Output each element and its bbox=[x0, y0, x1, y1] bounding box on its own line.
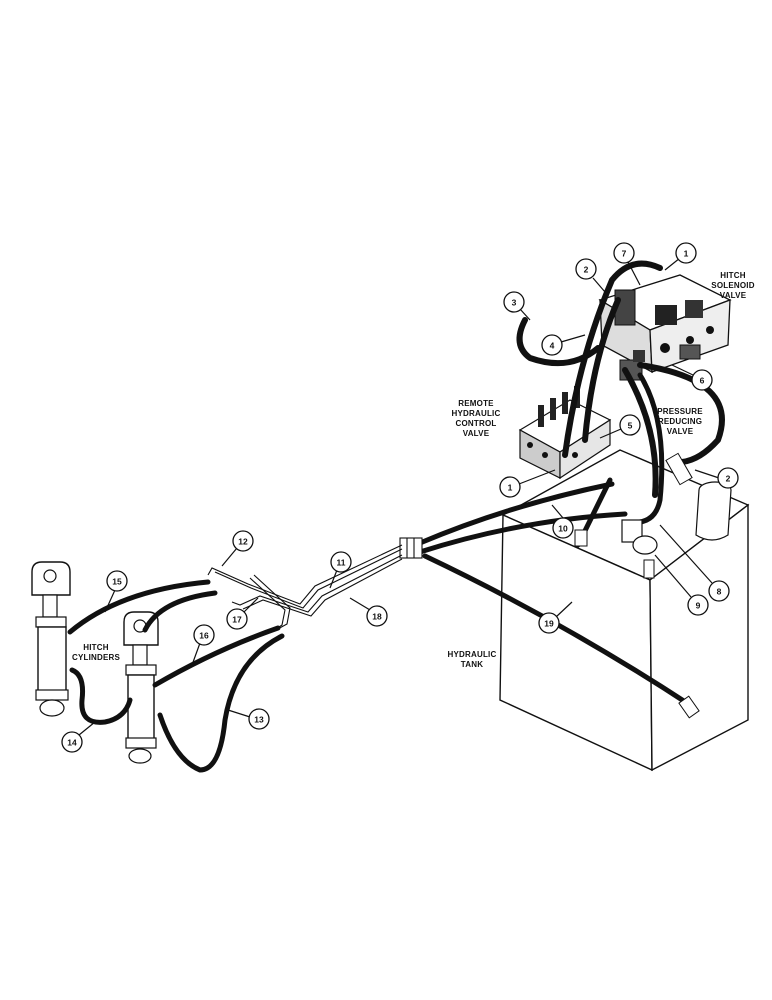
callout-15: 15 bbox=[104, 570, 128, 613]
hitch-cylinders-label: HITCH CYLINDERS bbox=[72, 643, 120, 662]
svg-text:11: 11 bbox=[337, 558, 346, 568]
svg-text:HITCH: HITCH bbox=[720, 271, 745, 280]
svg-text:4: 4 bbox=[550, 341, 555, 351]
callout-4: 4 bbox=[541, 334, 586, 356]
svg-text:2: 2 bbox=[584, 265, 589, 275]
svg-text:CYLINDERS: CYLINDERS bbox=[72, 653, 120, 662]
callout-8: 8 bbox=[659, 524, 730, 602]
svg-text:6: 6 bbox=[700, 376, 705, 386]
callout-1-bottom: 1 bbox=[499, 469, 556, 498]
tank-fittings bbox=[574, 519, 658, 579]
svg-text:5: 5 bbox=[628, 421, 633, 431]
callout-17: 17 bbox=[226, 597, 259, 630]
svg-text:CONTROL: CONTROL bbox=[456, 419, 497, 428]
hydraulic-tank-label: HYDRAULIC TANK bbox=[448, 650, 497, 669]
callout-7: 7 bbox=[613, 242, 641, 286]
callout-10: 10 bbox=[551, 504, 574, 539]
svg-text:18: 18 bbox=[372, 612, 382, 622]
svg-text:15: 15 bbox=[112, 577, 122, 587]
svg-text:HYDRAULIC: HYDRAULIC bbox=[452, 409, 501, 418]
svg-text:12: 12 bbox=[238, 537, 248, 547]
svg-text:VALVE: VALVE bbox=[720, 291, 747, 300]
callout-2-top: 2 bbox=[575, 258, 606, 293]
svg-text:10: 10 bbox=[558, 524, 568, 534]
main-lines bbox=[207, 481, 628, 633]
svg-text:19: 19 bbox=[544, 619, 554, 629]
callout-2-right: 2 bbox=[694, 467, 739, 489]
cylinder-hoses bbox=[67, 579, 285, 773]
callout-18: 18 bbox=[349, 597, 388, 627]
callout-13: 13 bbox=[227, 708, 270, 730]
callout-1-top: 1 bbox=[664, 242, 697, 271]
svg-text:13: 13 bbox=[254, 715, 264, 725]
hydraulic-tank bbox=[499, 449, 750, 772]
svg-text:7: 7 bbox=[622, 249, 627, 259]
pressure-reducing-valve-label: PRESSURE REDUCING VALVE bbox=[657, 407, 703, 436]
callout-11: 11 bbox=[329, 551, 352, 589]
svg-text:TANK: TANK bbox=[461, 660, 483, 669]
callout-12: 12 bbox=[221, 530, 254, 567]
svg-text:14: 14 bbox=[67, 738, 77, 748]
svg-text:9: 9 bbox=[696, 601, 701, 611]
hitch-solenoid-valve-label: HITCH SOLENOID VALVE bbox=[711, 271, 754, 300]
svg-text:HYDRAULIC: HYDRAULIC bbox=[448, 650, 497, 659]
svg-text:SOLENOID: SOLENOID bbox=[711, 281, 754, 290]
svg-text:PRESSURE: PRESSURE bbox=[657, 407, 703, 416]
svg-text:1: 1 bbox=[684, 249, 689, 259]
callout-16: 16 bbox=[191, 624, 215, 666]
svg-text:HITCH: HITCH bbox=[83, 643, 108, 652]
svg-text:16: 16 bbox=[199, 631, 209, 641]
svg-text:VALVE: VALVE bbox=[667, 427, 694, 436]
callout-9: 9 bbox=[654, 554, 709, 616]
svg-text:VALVE: VALVE bbox=[463, 429, 490, 438]
svg-text:1: 1 bbox=[508, 483, 513, 493]
svg-text:2: 2 bbox=[726, 474, 731, 484]
svg-text:REMOTE: REMOTE bbox=[458, 399, 494, 408]
svg-text:17: 17 bbox=[232, 615, 242, 625]
svg-text:8: 8 bbox=[717, 587, 722, 597]
callout-5: 5 bbox=[599, 414, 641, 439]
svg-text:3: 3 bbox=[512, 298, 517, 308]
valve-hoses bbox=[516, 260, 725, 548]
callout-14: 14 bbox=[61, 721, 96, 753]
callout-19: 19 bbox=[538, 601, 573, 634]
callout-6: 6 bbox=[671, 364, 713, 391]
svg-text:REDUCING: REDUCING bbox=[658, 417, 702, 426]
hitch-cylinder-right bbox=[123, 611, 159, 764]
hitch-cylinder-left bbox=[31, 561, 71, 717]
callout-3: 3 bbox=[503, 291, 531, 321]
remote-valve-label: REMOTE HYDRAULIC CONTROL VALVE bbox=[452, 399, 501, 438]
